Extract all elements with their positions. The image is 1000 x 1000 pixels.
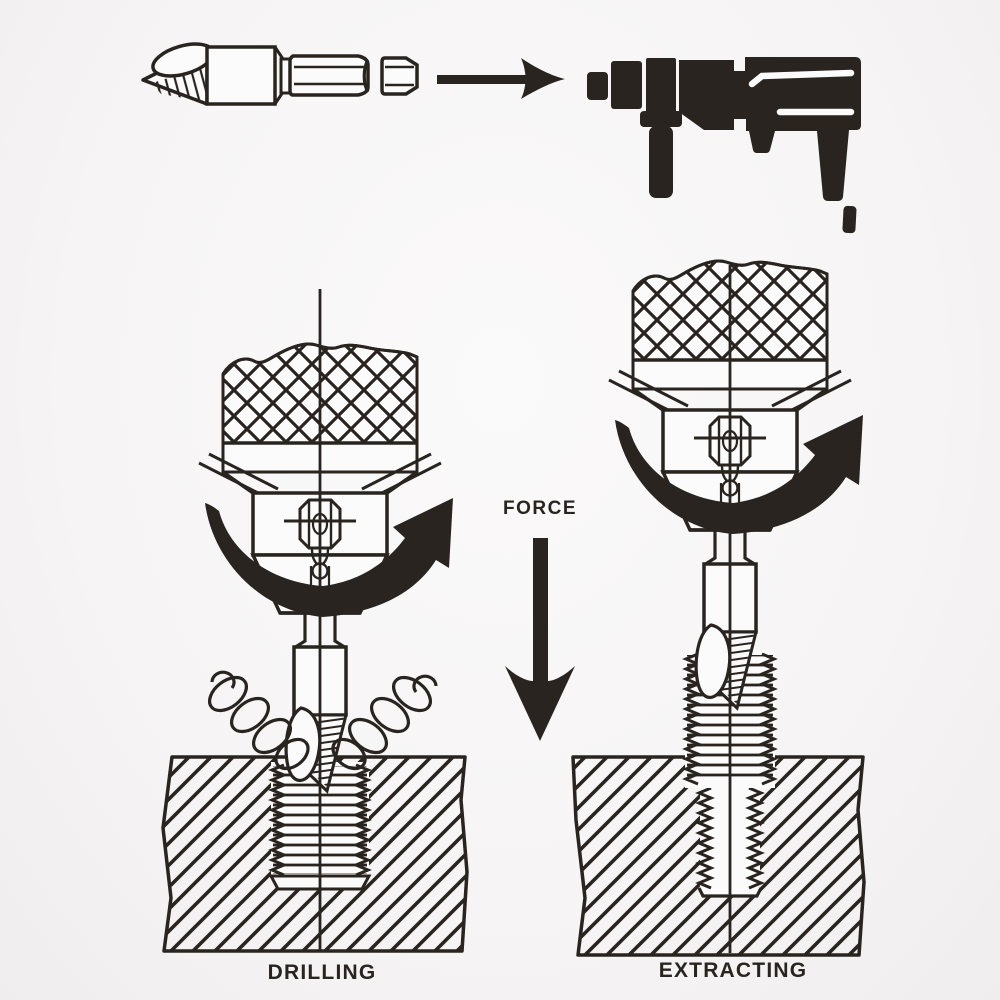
power-drill-icon xyxy=(587,57,861,234)
drill-body xyxy=(679,57,861,201)
screw-extractor-bit-icon xyxy=(141,42,419,106)
extracting-label: EXTRACTING xyxy=(658,959,808,982)
chip-spiral-right xyxy=(331,674,438,771)
side-handle-clamp xyxy=(640,111,682,127)
chip-spiral-left xyxy=(208,670,310,771)
vent-slot xyxy=(748,69,855,88)
drilling-label: DRILLING xyxy=(267,961,377,984)
force-arrow-icon xyxy=(505,538,575,741)
cord-stub xyxy=(842,205,857,234)
side-handle-grip xyxy=(649,126,673,198)
force-label: FORCE xyxy=(503,498,577,519)
drilling-step-figure xyxy=(161,289,469,953)
right-arrow-icon xyxy=(437,58,565,99)
extracting-step-figure xyxy=(571,259,866,957)
